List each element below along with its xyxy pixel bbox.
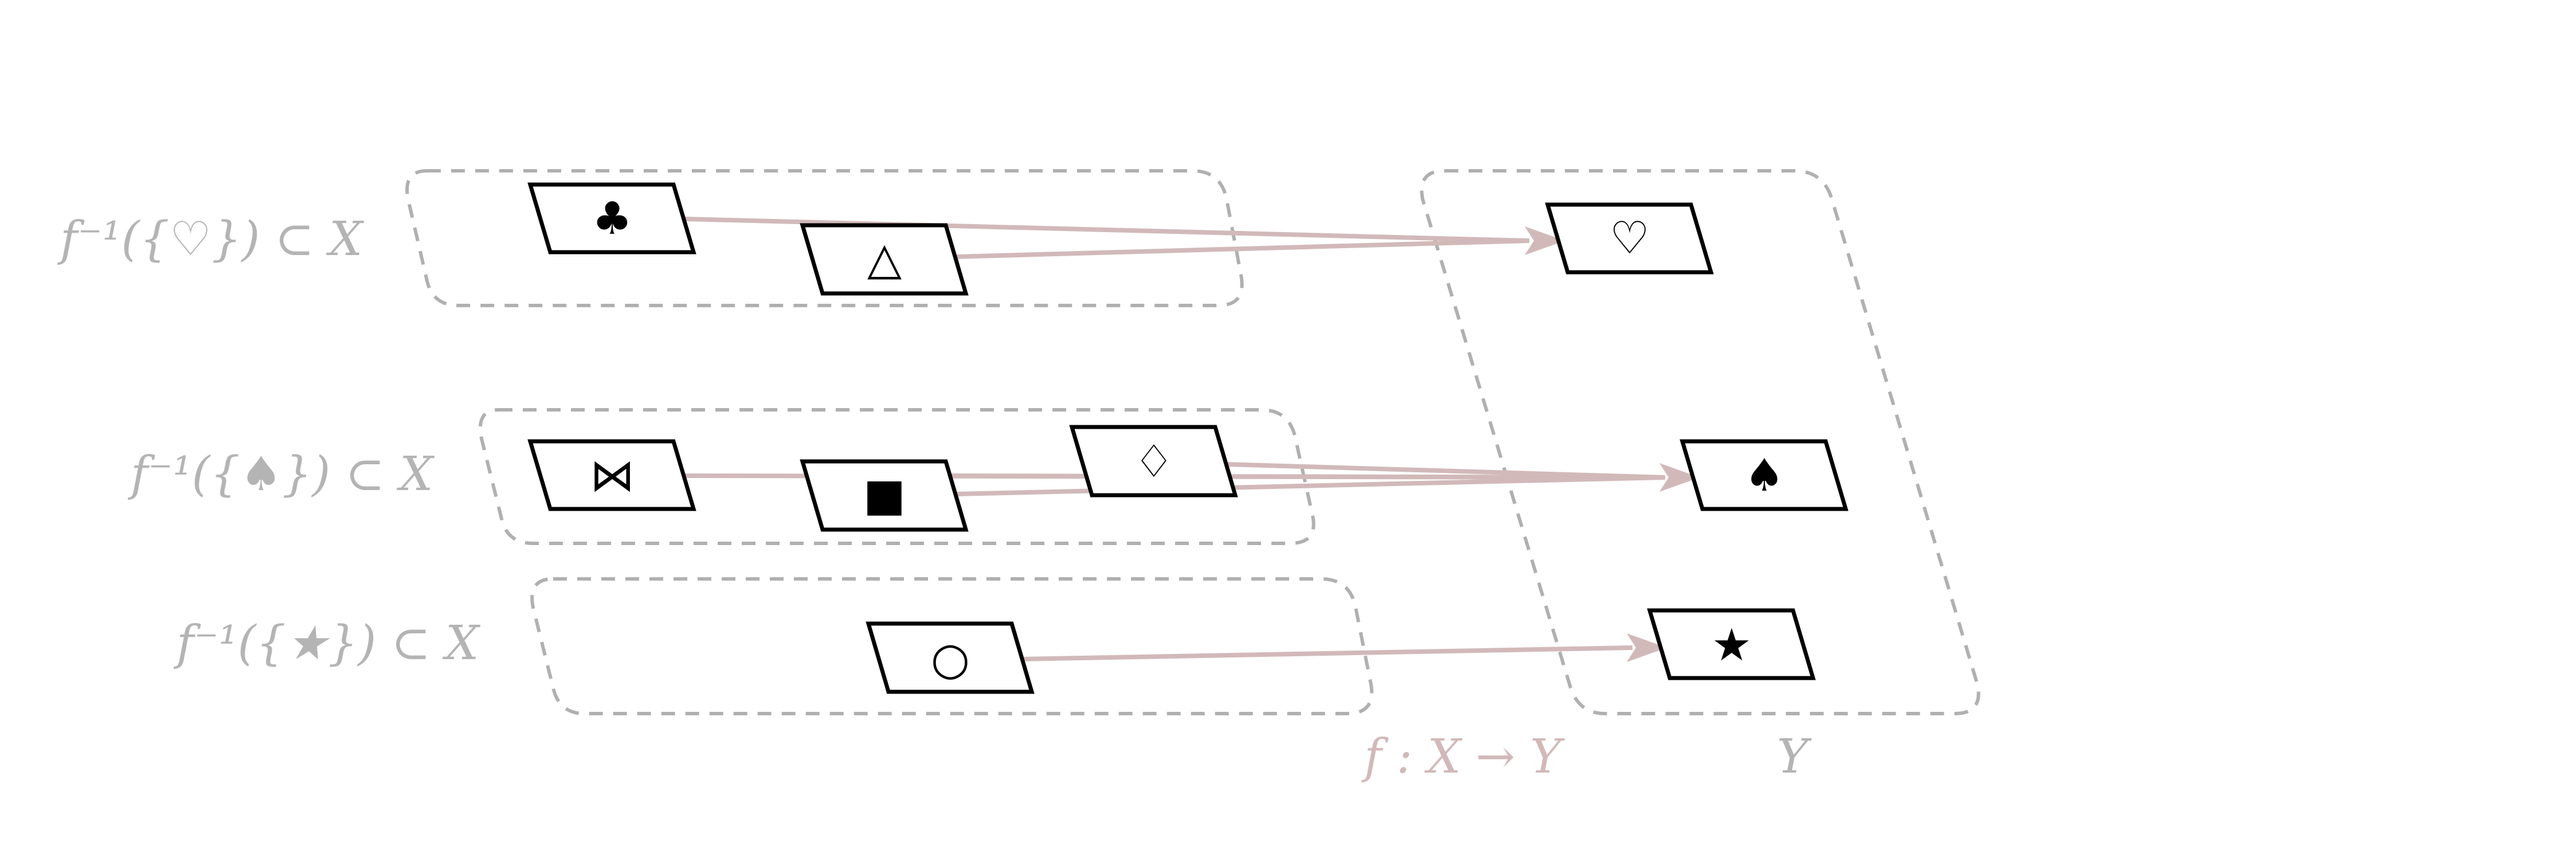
circle-icon: ○: [931, 633, 970, 685]
arrow-diamond-to-spade-a: [1226, 462, 1666, 480]
domain-nodes: ♣ △ ⋈ ■ ♢ ○: [527, 182, 1238, 694]
codomain-nodes: ♡ ♠ ★: [1545, 202, 1849, 680]
bowtie-icon: ⋈: [590, 450, 635, 502]
star-icon: ★: [1712, 620, 1752, 671]
function-label: f : X → Y: [1361, 730, 1565, 784]
square-icon: ■: [863, 469, 906, 521]
codomain-box: [1420, 169, 1980, 715]
arrow-diamond-to-spade-b: [954, 475, 1666, 496]
preimage-star-label: f⁻¹({★}) ⊂ X: [173, 616, 481, 671]
club-icon: ♣: [592, 193, 632, 245]
preimage-heart-label: f⁻¹({♡}) ⊂ X: [57, 212, 365, 267]
arrowhead-spade: [1659, 463, 1700, 492]
codomain-label: Y: [1777, 730, 1812, 784]
arrowhead-heart: [1525, 226, 1565, 255]
heart-icon: ♡: [1610, 213, 1650, 264]
node-bowtie: ⋈: [527, 439, 696, 511]
preimage-star-box: [530, 577, 1374, 715]
node-triangle: △: [800, 223, 969, 296]
arrow-square-to-spade: [951, 473, 1666, 480]
node-spade: ♠: [1680, 439, 1849, 511]
node-diamond: ♢: [1069, 425, 1238, 498]
node-circle: ○: [866, 621, 1035, 694]
node-club: ♣: [527, 182, 696, 254]
arrow-club-to-heart: [684, 217, 1530, 243]
node-square: ■: [800, 459, 969, 532]
arrow-circle-to-star: [1020, 645, 1633, 661]
triangle-icon: △: [867, 233, 902, 285]
preimage-spade-label: f⁻¹({♠}) ⊂ X: [127, 447, 435, 502]
node-heart: ♡: [1545, 202, 1714, 275]
arrowhead-star: [1627, 633, 1667, 662]
preimage-heart-box: [405, 169, 1244, 307]
spade-icon: ♠: [1744, 450, 1784, 502]
group-boxes: [405, 169, 1980, 715]
labels: f⁻¹({♡}) ⊂ X f⁻¹({♠}) ⊂ X f⁻¹({★}) ⊂ X f…: [57, 212, 1812, 784]
arrow-triangle-to-heart: [954, 238, 1530, 259]
diamond-icon: ♢: [1134, 436, 1174, 488]
node-star: ★: [1647, 608, 1816, 680]
